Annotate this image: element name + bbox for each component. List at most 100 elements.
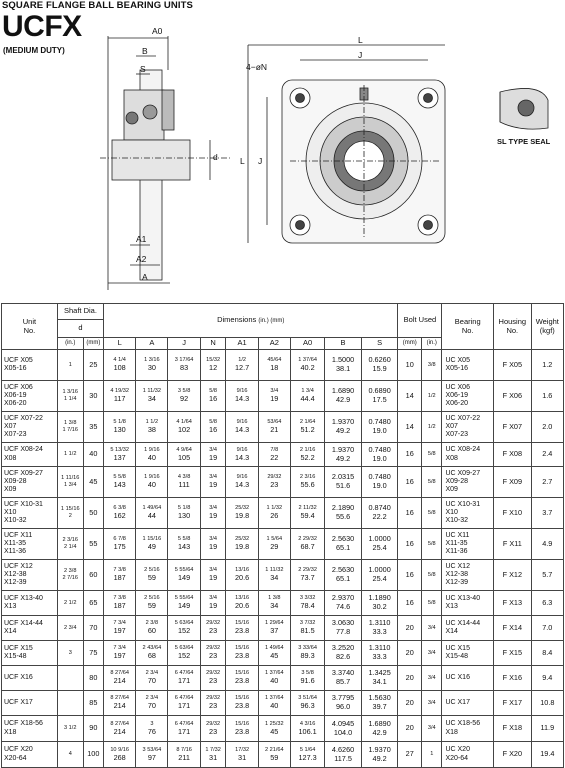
bolt-in-cell: 3/4 xyxy=(421,640,443,666)
shaft-mm-cell: 75 xyxy=(82,640,105,666)
shaft-mm-cell: 45 xyxy=(82,466,105,498)
bolt-mm-cell: 20 xyxy=(397,615,423,641)
bolt-mm-cell: 20 xyxy=(397,665,423,691)
shaft-mm-cell: 65 xyxy=(82,590,105,616)
weight-cell: 11.9 xyxy=(530,715,565,742)
technical-drawing: A0 B S d A1 A2 A L J L J 4−øN xyxy=(100,26,549,290)
col-j: J xyxy=(167,337,201,350)
duty-label: (MEDIUM DUTY) xyxy=(3,46,65,55)
weight-cell: 4.9 xyxy=(530,528,565,560)
bolt-mm-cell: 14 xyxy=(397,380,423,412)
front-view-drawing xyxy=(247,44,446,244)
weight-cell: 5.7 xyxy=(530,559,565,591)
shaft-mm-cell: 25 xyxy=(82,349,105,381)
housing-no-cell: F X11 xyxy=(493,528,532,560)
weight-cell: 9.4 xyxy=(530,665,565,691)
bolt-in-cell: 5/8 xyxy=(421,559,443,591)
col-b: B xyxy=(324,337,362,350)
col-bolt-header: Bolt Used xyxy=(397,303,443,338)
weight-cell: 2.4 xyxy=(530,442,565,467)
col-a1: A1 xyxy=(225,337,259,350)
housing-no-cell: F X14 xyxy=(493,615,532,641)
col-a2: A2 xyxy=(257,337,291,350)
col-l: L xyxy=(103,337,137,350)
bolt-in-cell: 3/4 xyxy=(421,665,443,691)
weight-cell: 1.6 xyxy=(530,380,565,412)
bolt-in-cell: 3/4 xyxy=(421,690,443,716)
seal-type-label: SL TYPE SEAL xyxy=(497,137,551,146)
label-b: B xyxy=(142,46,148,56)
housing-no-cell: F X20 xyxy=(493,741,532,768)
shaft-mm-cell: 55 xyxy=(82,528,105,560)
bolt-mm-cell: 10 xyxy=(397,349,423,381)
seal-detail-drawing xyxy=(499,88,549,130)
label-d: d xyxy=(213,152,218,162)
shaft-in-cell: 3 xyxy=(56,640,84,666)
bolt-in-cell: 1/2 xyxy=(421,411,443,443)
shaft-mm-cell: 90 xyxy=(82,715,105,742)
bolt-in-cell: 3/4 xyxy=(421,615,443,641)
col-a0: A0 xyxy=(289,337,326,350)
bolt-in-cell: 1/2 xyxy=(421,380,443,412)
shaft-in-cell: 3 1/2 xyxy=(56,715,84,742)
col-bolt-mm: (mm) xyxy=(397,337,423,350)
